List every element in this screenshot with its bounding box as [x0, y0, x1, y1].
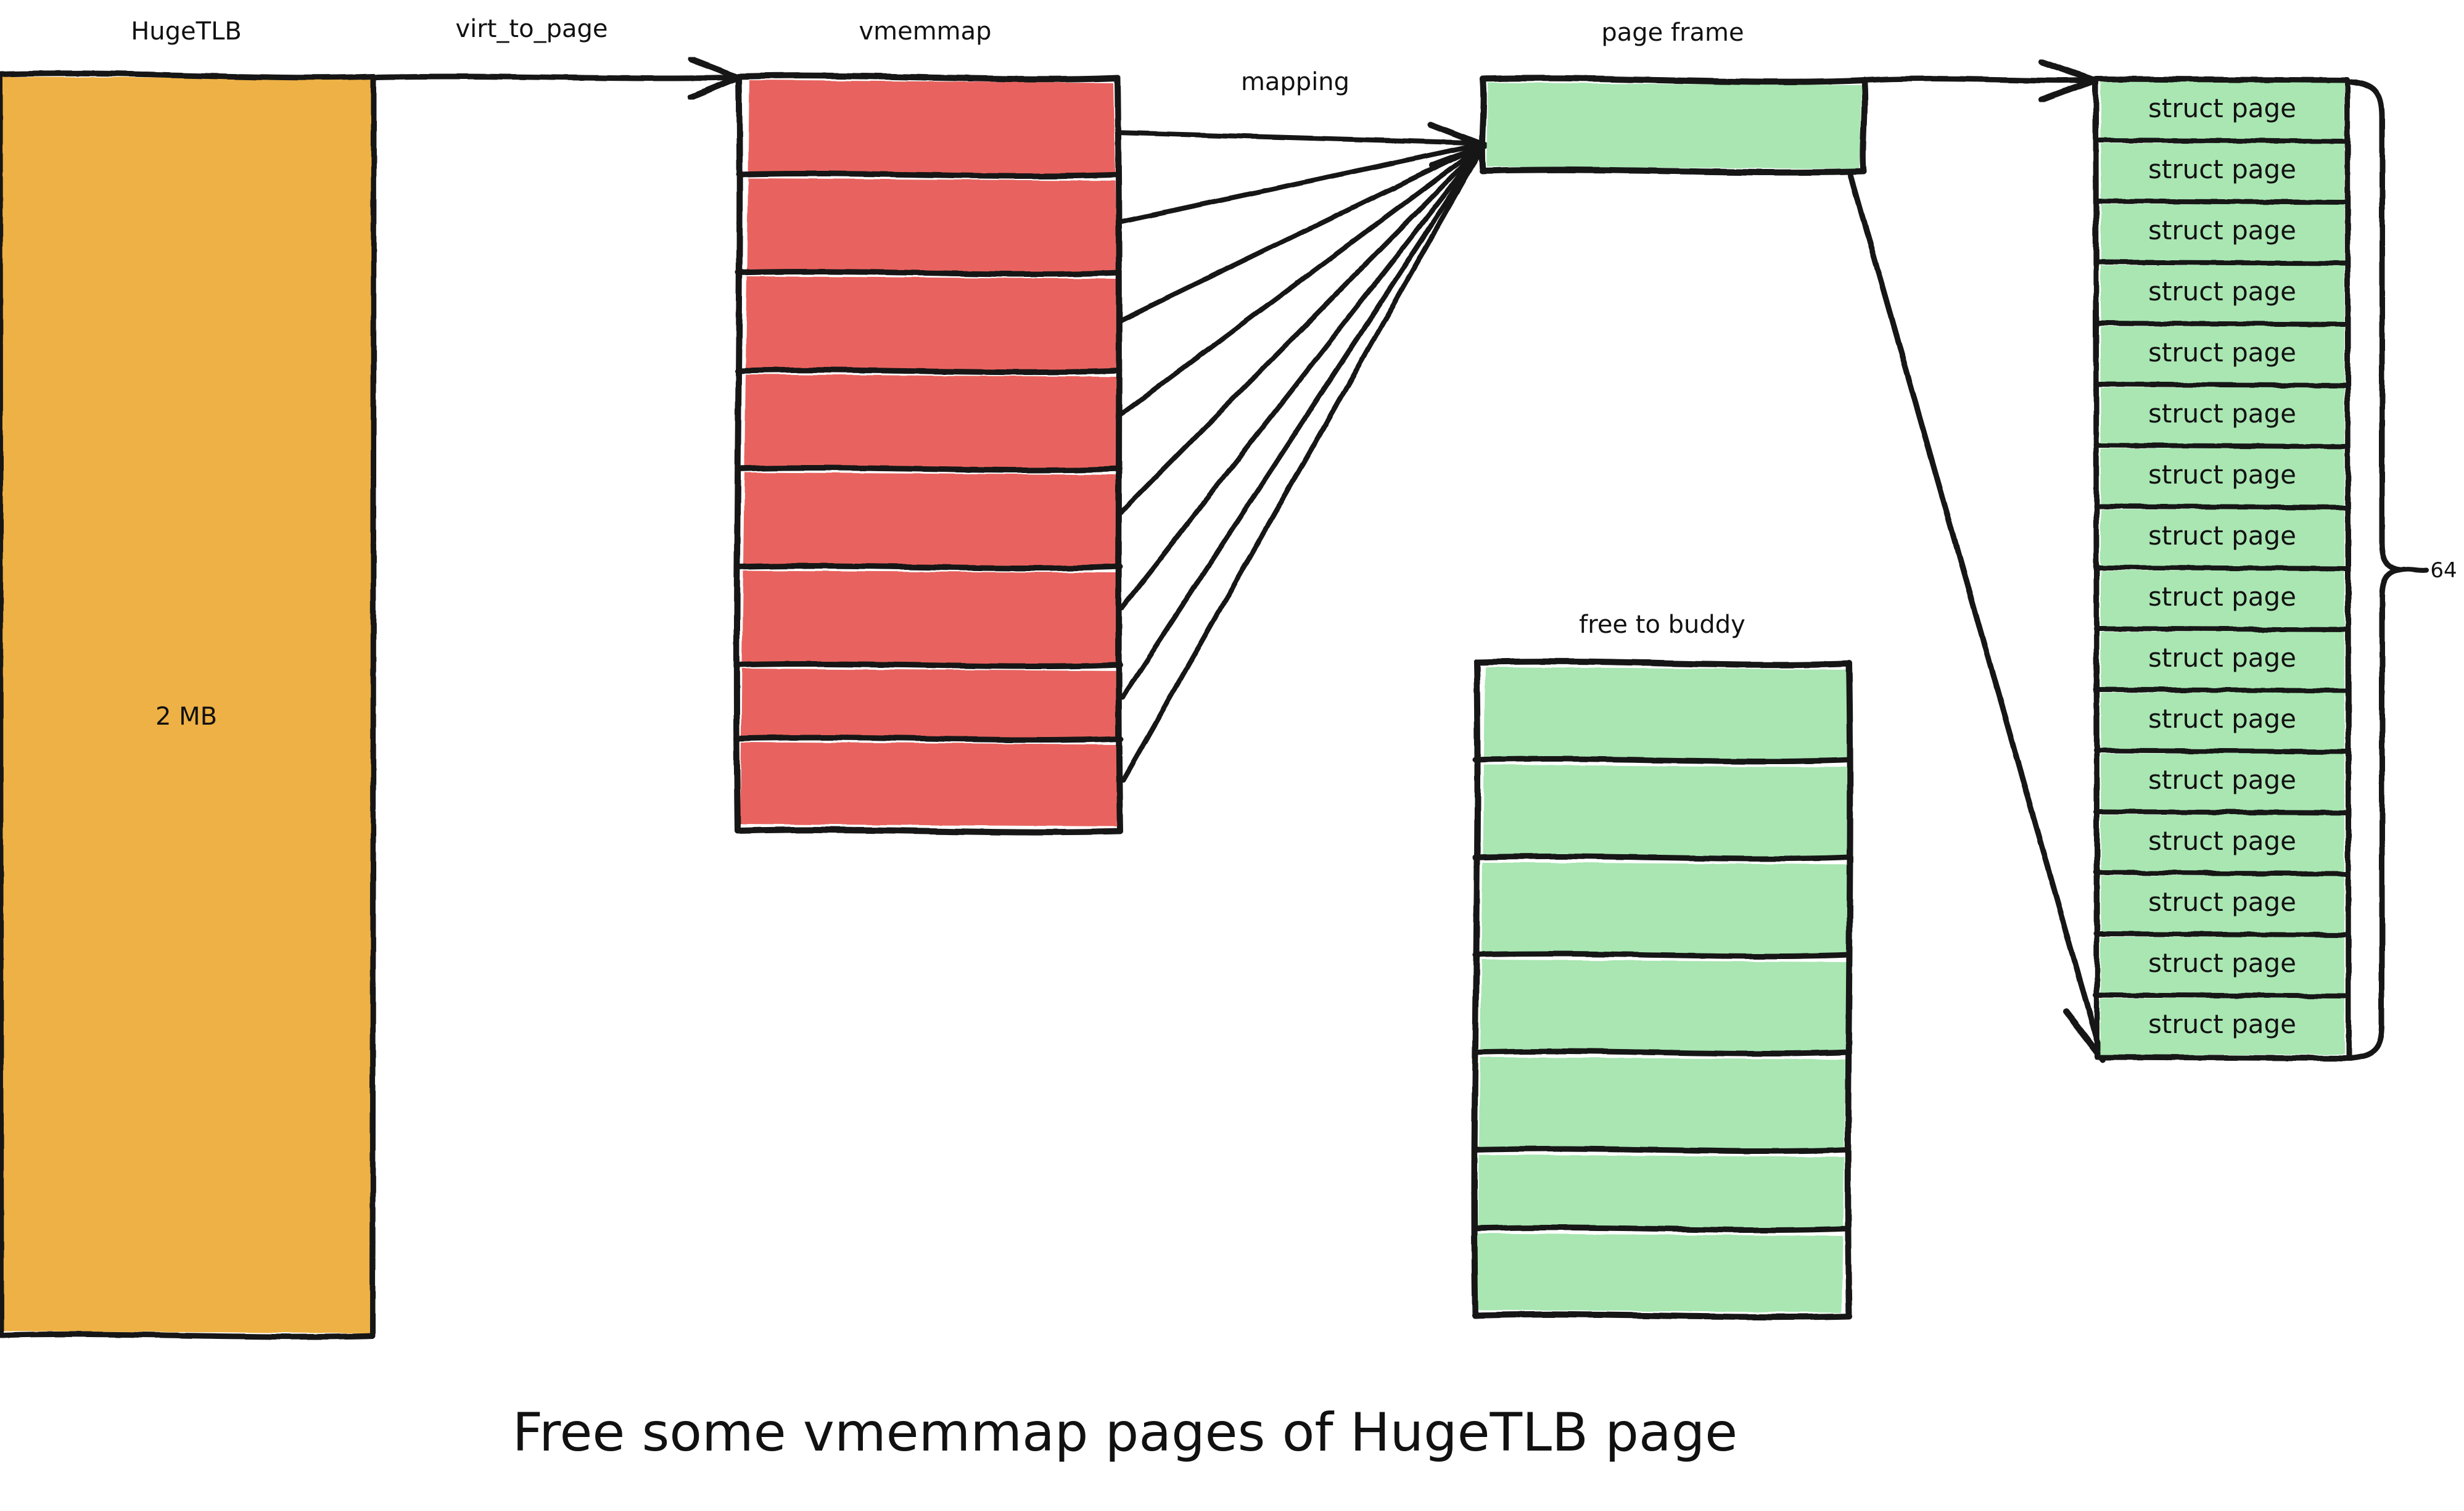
node-struct-page-stack[interactable]: struct page struct page struct page stru…: [2093, 76, 2352, 1061]
struct-page-cell: struct page: [2148, 521, 2296, 551]
vmemmap-label: vmemmap: [859, 17, 991, 46]
struct-page-cell: struct page: [2148, 215, 2296, 245]
free-to-buddy-label: free to buddy: [1579, 611, 1745, 639]
node-page-frame[interactable]: page frame: [1478, 19, 1868, 176]
struct-page-cell: struct page: [2148, 459, 2296, 490]
node-vmemmap[interactable]: vmemmap: [733, 17, 1124, 836]
struct-page-cell: struct page: [2148, 765, 2296, 795]
hugetlb-label: HugeTLB: [131, 17, 242, 46]
edge-virt-to-page: virt_to_page: [374, 15, 742, 101]
struct-page-cell: struct page: [2148, 337, 2296, 368]
struct-page-cell: struct page: [2148, 154, 2296, 184]
mapping-label: mapping: [1241, 68, 1349, 96]
struct-page-cell: struct page: [2148, 93, 2296, 123]
struct-page-cell: struct page: [2148, 826, 2296, 856]
struct-page-cell: struct page: [2148, 582, 2296, 612]
struct-page-cell: struct page: [2148, 948, 2296, 978]
struct-page-count-brace: 64: [2348, 78, 2457, 1061]
struct-page-cell: struct page: [2148, 398, 2296, 429]
struct-page-cell: struct page: [2148, 276, 2296, 307]
node-hugetlb[interactable]: HugeTLB 2 MB: [0, 17, 378, 1340]
struct-page-count-label: 64: [2430, 558, 2457, 583]
node-free-to-buddy[interactable]: free to buddy: [1471, 611, 1853, 1320]
hugetlb-size-value: 2 MB: [155, 702, 217, 731]
page-title: Free some vmemmap pages of HugeTLB page: [513, 1402, 1737, 1464]
edge-frame-to-stack-bottom: [1847, 171, 2111, 1063]
page-frame-label: page frame: [1601, 19, 1744, 47]
edge-frame-to-stack-top: [1861, 59, 2098, 103]
struct-page-cell: struct page: [2148, 704, 2296, 734]
struct-page-cell: struct page: [2148, 1009, 2296, 1039]
struct-page-cell: struct page: [2148, 887, 2296, 917]
struct-page-cell: struct page: [2148, 643, 2296, 673]
edge-mapping: mapping: [1115, 68, 1488, 783]
virt-to-page-label: virt_to_page: [456, 15, 608, 43]
